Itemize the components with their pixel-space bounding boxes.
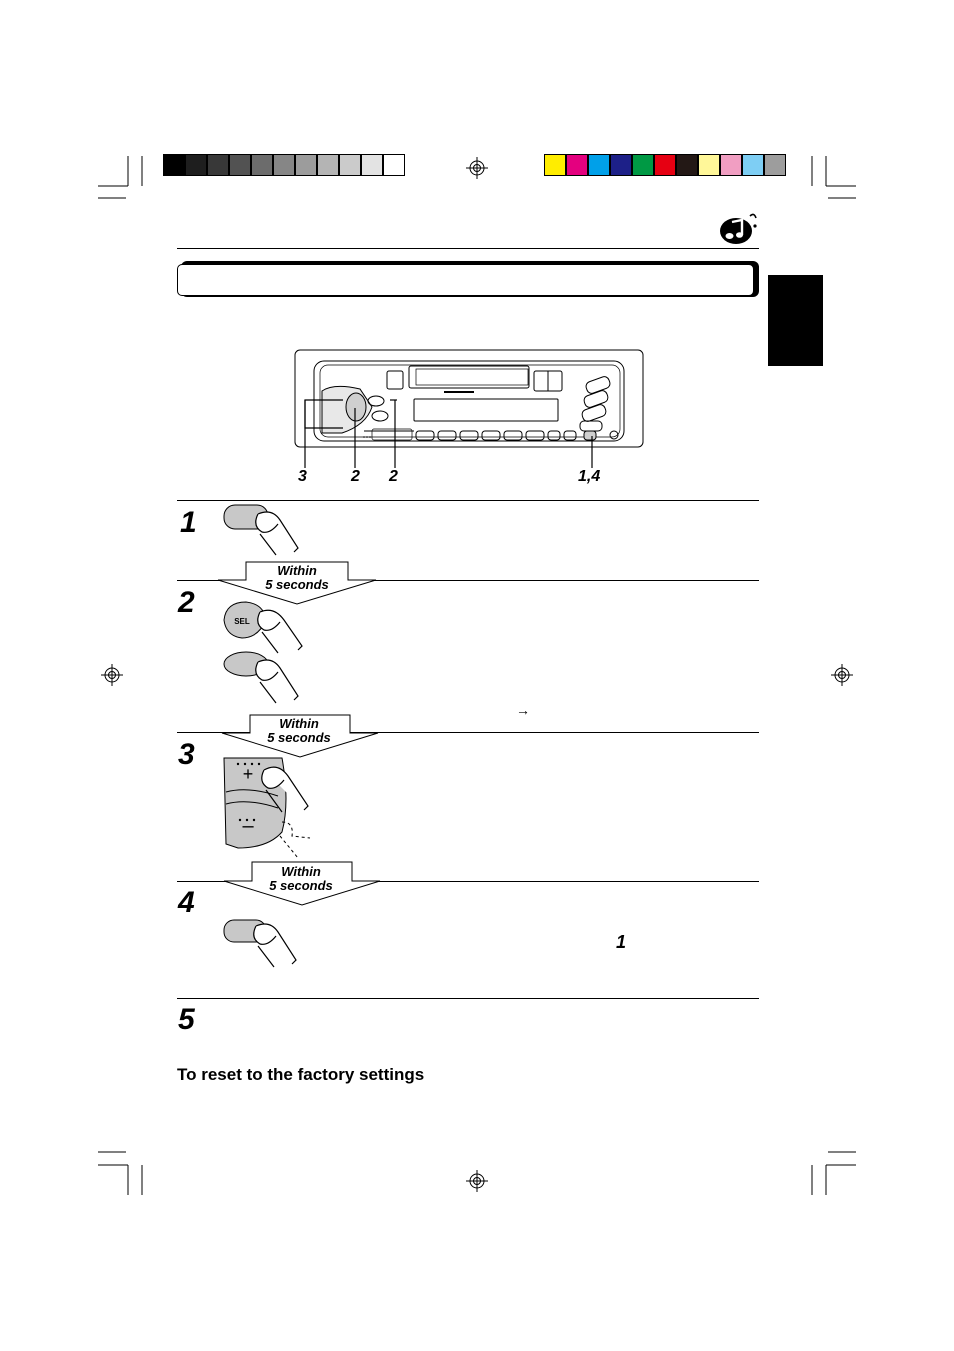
step-5-rule: [177, 998, 759, 999]
color-swatch: [229, 154, 251, 176]
color-swatch: [185, 154, 207, 176]
step-2-rule: [177, 580, 759, 581]
callout-2-left: 2: [351, 468, 360, 485]
color-swatch: [632, 154, 654, 176]
color-swatch: [273, 154, 295, 176]
step-reference-1: 1: [616, 932, 627, 952]
grayscale-strip: [163, 154, 405, 176]
step-3-rule: [177, 732, 759, 733]
arrow-right-icon: →: [516, 702, 530, 718]
color-swatch: [317, 154, 339, 176]
step-number-4: 4: [178, 886, 195, 919]
color-swatch: [339, 154, 361, 176]
color-swatch: [163, 154, 185, 176]
color-swatch: [610, 154, 632, 176]
plus-icon: +: [243, 764, 254, 784]
color-swatch: [207, 154, 229, 176]
color-swatch: [698, 154, 720, 176]
sel-label: SEL: [234, 617, 250, 626]
header-rule: [177, 248, 759, 249]
language-tab: [768, 275, 823, 366]
minus-icon: –: [242, 815, 254, 837]
step-number-1: 1: [180, 506, 197, 539]
sel-finger-press-icon: SEL: [223, 601, 303, 654]
color-swatch: [654, 154, 676, 176]
car-stereo-illustration: [294, 349, 644, 448]
finger-press-icon: [223, 504, 299, 556]
callout-3: 3: [298, 468, 307, 485]
color-swatch: [295, 154, 317, 176]
music-note-icon: [720, 213, 757, 244]
color-swatch: [361, 154, 383, 176]
registration-target-icon: [101, 157, 853, 1192]
color-swatch: [588, 154, 610, 176]
step-number-5: 5: [178, 1003, 195, 1036]
step-number-2: 2: [178, 586, 195, 619]
callout-2-right: 2: [389, 468, 398, 485]
finger-press-icon-3: [223, 919, 297, 968]
color-strip: [544, 154, 786, 176]
color-swatch: [383, 154, 405, 176]
color-swatch: [676, 154, 698, 176]
step-4-rule: [177, 881, 759, 882]
step-number-3: 3: [178, 738, 195, 771]
color-swatch: [720, 154, 742, 176]
color-swatch: [544, 154, 566, 176]
finger-press-icon-2: [223, 651, 299, 704]
volume-knob-press-icon: + –: [223, 757, 311, 859]
color-swatch: [566, 154, 588, 176]
callout-1-4: 1,4: [578, 468, 601, 485]
color-swatch: [742, 154, 764, 176]
section-title-box: [177, 264, 754, 296]
reset-heading: To reset to the factory settings: [177, 1065, 425, 1084]
color-swatch: [251, 154, 273, 176]
step-1-rule: [177, 500, 759, 501]
color-swatch: [764, 154, 786, 176]
